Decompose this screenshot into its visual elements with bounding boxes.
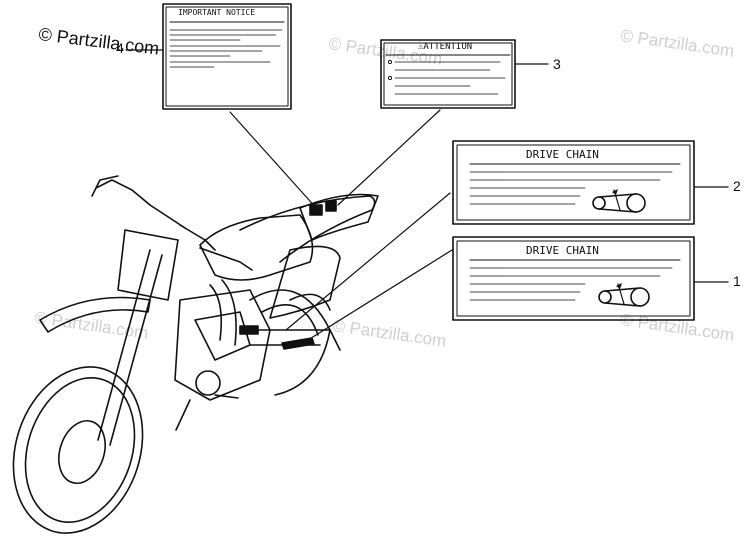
motorcycle-illustration bbox=[12, 175, 379, 534]
chain-sprocket-icon bbox=[592, 189, 646, 213]
callout-4: 4 bbox=[116, 40, 124, 56]
callout-1: 1 bbox=[733, 273, 741, 289]
callout-3: 3 bbox=[553, 56, 561, 72]
callout-2: 2 bbox=[733, 178, 741, 194]
chain-sprocket-icon bbox=[598, 283, 650, 307]
important-notice-title: IMPORTANT NOTICE bbox=[178, 8, 256, 17]
drive-chain-lower-label bbox=[452, 236, 695, 321]
drive-chain-lower-title: DRIVE CHAIN bbox=[526, 244, 599, 257]
attention-label bbox=[380, 39, 516, 109]
drive-chain-upper-title: DRIVE CHAIN bbox=[526, 148, 599, 161]
important-notice-label bbox=[162, 3, 292, 110]
attention-title: ⚠ATTENTION bbox=[418, 42, 472, 52]
drive-chain-upper-label bbox=[452, 140, 695, 225]
attention-title-text: ATTENTION bbox=[423, 42, 473, 52]
warning-triangle-icon: ⚠ bbox=[418, 42, 424, 52]
leader-lines bbox=[125, 49, 729, 346]
